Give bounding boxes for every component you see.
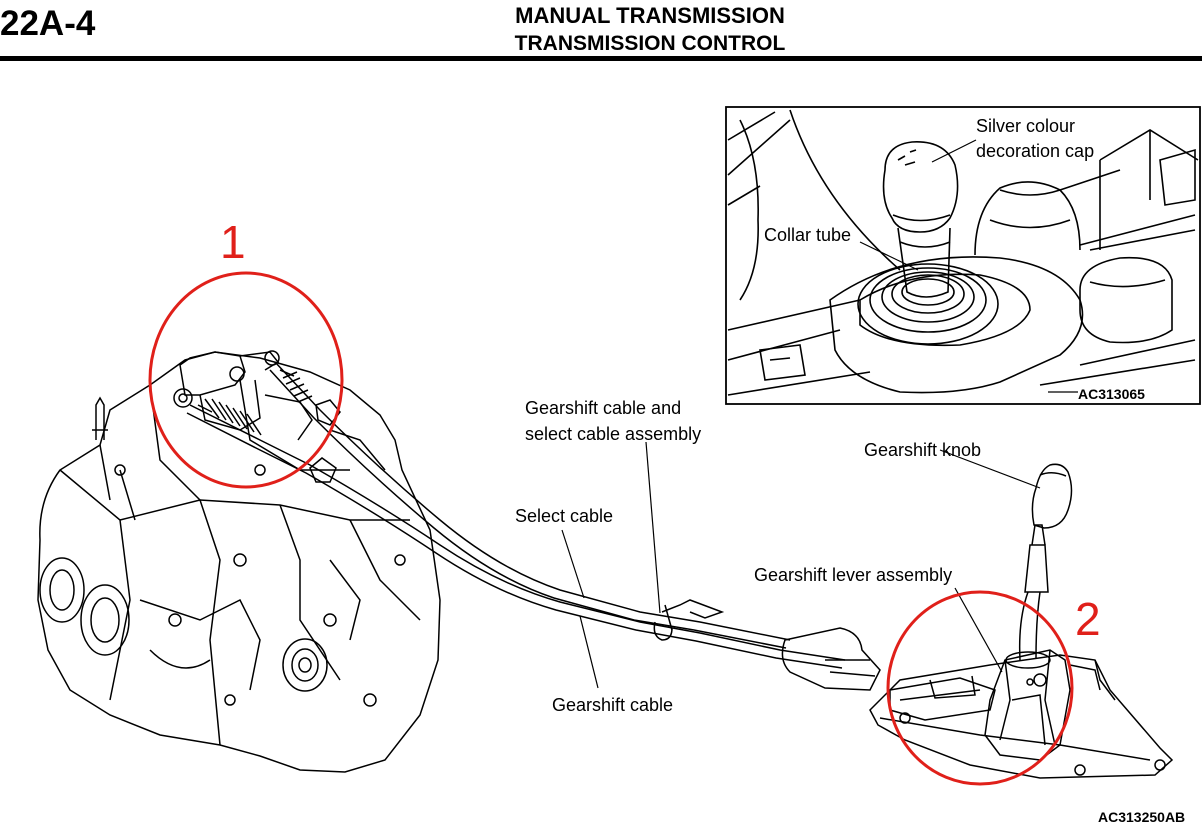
label-cable-assembly-line2: select cable assembly <box>525 424 701 444</box>
annotation-circle-2 <box>886 590 1074 786</box>
main-code: AC313250AB <box>1098 809 1185 825</box>
red-annotations <box>148 271 1074 786</box>
inset-leader-lines <box>859 139 1078 393</box>
label-gearshift-lever-assembly: Gearshift lever assembly <box>754 565 952 585</box>
page-number: 22A-4 <box>0 4 96 43</box>
annotation-circle-1 <box>148 271 344 489</box>
transmission-illustration <box>37 351 441 773</box>
page-subtitle: TRANSMISSION CONTROL <box>514 32 786 55</box>
inset-illustration <box>725 106 1201 405</box>
inset-label-cap-line2: decoration cap <box>976 141 1094 161</box>
label-cable-assembly-line1: Gearshift cable and <box>525 398 681 418</box>
page-title: MANUAL TRANSMISSION <box>515 3 785 28</box>
shifter-illustration <box>781 463 1174 779</box>
inset-label-collar-tube: Collar tube <box>764 225 851 245</box>
label-select-cable: Select cable <box>515 506 613 526</box>
label-gearshift-cable: Gearshift cable <box>552 695 673 715</box>
inset-label-cap-line1: Silver colour <box>976 116 1075 136</box>
annotation-marker-2: 2 <box>1075 593 1101 645</box>
header-rule <box>0 56 1202 61</box>
label-gearshift-knob: Gearshift knob <box>864 440 981 460</box>
annotation-marker-1: 1 <box>220 216 246 268</box>
main-leader-lines <box>561 441 1041 689</box>
inset-code: AC313065 <box>1078 386 1145 402</box>
cables <box>173 350 846 669</box>
